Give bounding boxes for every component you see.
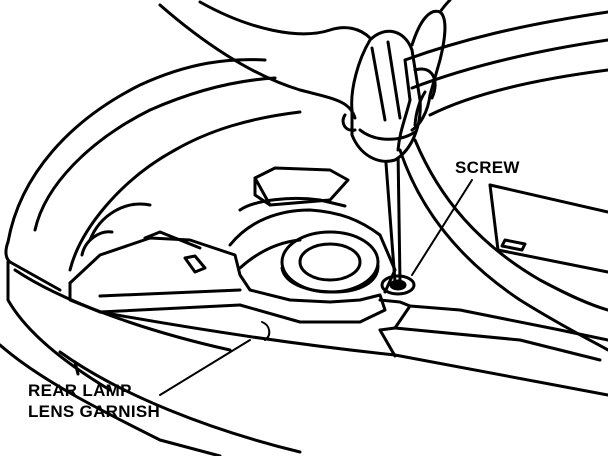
deck-lid-edge [396,10,608,352]
round-grommet [280,230,380,294]
hand-icon [158,0,452,132]
screwdriver-icon [350,29,422,284]
garnish-label-line-2: LENS GARNISH [28,402,161,421]
trunk-body-panel [0,58,302,456]
screw-label: SCREW [455,158,520,177]
rear-lamp-lens-garnish [68,230,608,397]
leader-lines [159,179,473,396]
screw-leader-line [411,179,473,276]
garnish-label-line-1: REAR LAMP [28,381,132,400]
screw [380,274,416,296]
mounting-plate [228,166,397,294]
rear-lamp-lens-garnish-label: REAR LAMP LENS GARNISH [28,380,160,422]
garnish-leader-line [159,339,251,396]
